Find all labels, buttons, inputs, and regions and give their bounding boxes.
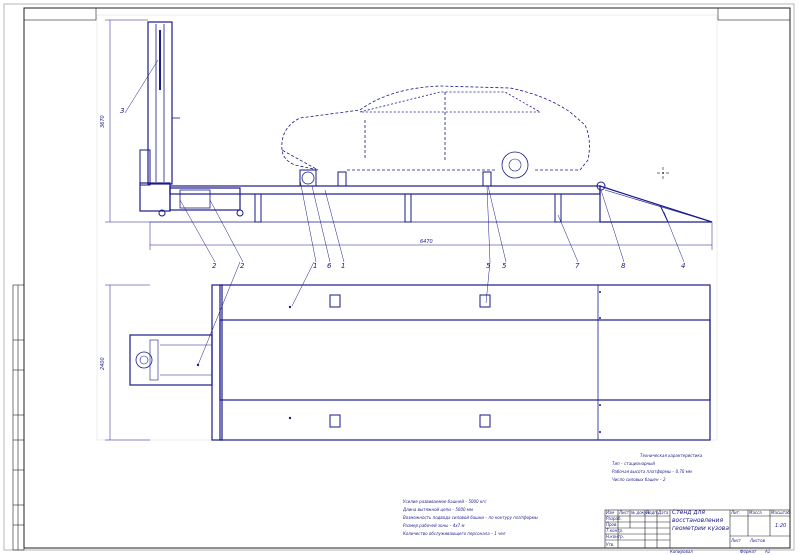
notes: Усилие развиваемое башней – 5000 кгс Дли…: [402, 499, 538, 536]
sheets-label: Листов: [749, 538, 766, 543]
svg-text:Возможность подвода силовой ба: Возможность подвода силовой башни – по к…: [403, 515, 538, 520]
svg-text:Пров.: Пров.: [606, 522, 618, 527]
format-label: Формат: [740, 549, 757, 554]
leader-lines: [124, 59, 685, 263]
outer-frame: [3, 3, 795, 551]
car-wheel-hub: [508, 158, 522, 172]
title-block-rows: Изм Лист № докум. Подп. Дата: [606, 510, 669, 515]
title-block: [604, 509, 791, 549]
inner-frame: [23, 7, 791, 549]
svg-text:6: 6: [327, 262, 332, 270]
dimension-lines: [105, 19, 713, 441]
svg-text:Число силовых башен – 2: Число силовых башен – 2: [612, 477, 666, 482]
svg-text:Тип – стационарный: Тип – стационарный: [612, 461, 655, 466]
svg-text:2: 2: [240, 262, 245, 270]
car-wheel: [501, 151, 529, 179]
svg-text:Утв.: Утв.: [606, 542, 614, 547]
title-block-title-wrap: Стенд для восстановления геометрии кузов…: [672, 509, 729, 531]
svg-text:Размер рабочей зоны – 4х7 м: Размер рабочей зоны – 4х7 м: [403, 523, 465, 528]
svg-text:Масштаб: Масштаб: [771, 510, 791, 515]
svg-text:Масса: Масса: [749, 510, 762, 515]
svg-text:Подп.: Подп.: [646, 510, 658, 515]
tech-specs-heading: Техническая характеристика: [640, 453, 703, 458]
svg-text:№ докум.: № докум.: [630, 510, 651, 515]
car-outline: [281, 85, 590, 171]
svg-text:Рабочая высота платформы – 0,7: Рабочая высота платформы – 0,70 мм: [612, 469, 692, 474]
svg-text:Дата: Дата: [657, 510, 669, 515]
svg-text:4: 4: [681, 262, 685, 270]
svg-text:5: 5: [502, 262, 507, 270]
copied-label: Копировал: [670, 549, 693, 554]
tech-specs-lines: Тип – стационарный Рабочая высота платфо…: [612, 461, 692, 482]
svg-text:Н.контр.: Н.контр.: [606, 534, 624, 539]
svg-text:Количество обслуживающего перс: Количество обслуживающего персонала – 1 …: [403, 531, 506, 536]
top-view: [129, 284, 711, 441]
left-margin-stamps: [12, 284, 25, 551]
svg-text:Лист: Лист: [618, 510, 630, 515]
svg-text:Т.контр.: Т.контр.: [606, 528, 623, 533]
top-view-markers: [196, 291, 601, 433]
dim-column-height: 3670: [100, 115, 106, 128]
dim-platform-width: 2400: [100, 357, 106, 370]
scale-value: 1:20: [775, 523, 786, 529]
top-strip: [23, 7, 97, 21]
svg-text:Усилие развиваемое башней – 50: Усилие развиваемое башней – 5000 кгс: [403, 499, 487, 504]
title-block-cols: Лит. Масса Масштаб: [730, 510, 791, 515]
title-block-roles: Разраб. Пров. Т.контр. Н.контр. Утв.: [606, 516, 624, 547]
crosshair-icon: [657, 167, 669, 179]
svg-text:8: 8: [621, 262, 626, 270]
svg-text:Разраб.: Разраб.: [606, 516, 622, 521]
svg-text:Длина вытяжной цепи – 5000 мм: Длина вытяжной цепи – 5000 мм: [402, 507, 473, 512]
top-leaders: [197, 261, 491, 366]
svg-text:7: 7: [575, 262, 580, 270]
sheet-label: Лист: [730, 538, 742, 543]
side-view: [139, 21, 713, 223]
svg-text:1: 1: [313, 262, 317, 270]
corner-stamp: [717, 7, 791, 21]
svg-text:Лит.: Лит.: [730, 510, 740, 515]
svg-text:5: 5: [486, 262, 491, 270]
dim-total-length: 6470: [420, 239, 433, 245]
svg-text:1: 1: [341, 262, 345, 270]
format-value: А1: [764, 549, 770, 554]
svg-text:2: 2: [212, 262, 217, 270]
callout-column: 3: [120, 107, 124, 115]
drawing-title: Стенд для восстановления геометрии кузов…: [672, 509, 729, 531]
side-callouts: 2 2 1 6 1 5 5 7 8 4: [212, 262, 685, 270]
svg-text:Изм: Изм: [606, 510, 614, 515]
drawing-area: [96, 14, 718, 441]
